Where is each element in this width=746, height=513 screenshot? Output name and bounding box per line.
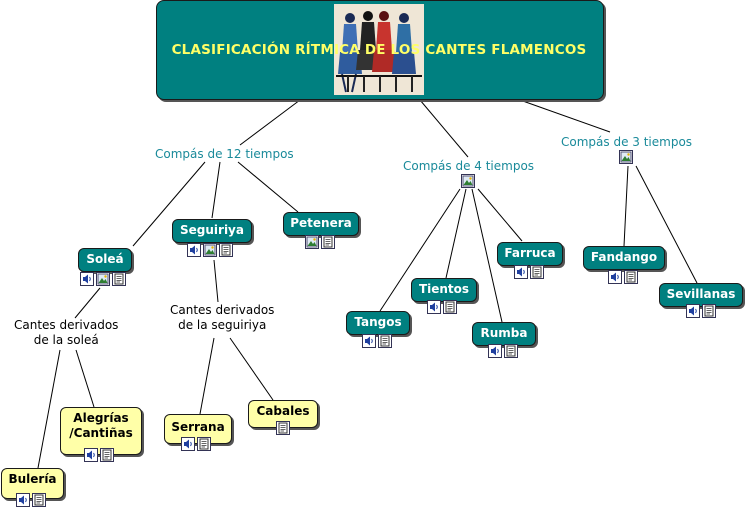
document-icon[interactable] bbox=[219, 243, 233, 257]
concept-petenera[interactable]: Petenera bbox=[283, 212, 359, 236]
rumba-icons bbox=[488, 344, 518, 358]
image-icon[interactable] bbox=[96, 272, 110, 286]
concept-fandango[interactable]: Fandango bbox=[583, 246, 665, 270]
petenera-icons bbox=[305, 235, 335, 249]
cabales-icons bbox=[276, 421, 290, 435]
concept-tientos[interactable]: Tientos bbox=[411, 278, 477, 302]
compas-4-icons bbox=[461, 174, 475, 188]
document-icon[interactable] bbox=[702, 304, 716, 318]
tientos-icons bbox=[427, 300, 457, 314]
alegrias-icons bbox=[84, 448, 114, 462]
serrana-icons bbox=[181, 437, 211, 451]
document-icon[interactable] bbox=[321, 235, 335, 249]
concept-alegrias[interactable]: Alegrías /Cantiñas bbox=[60, 407, 142, 455]
document-icon[interactable] bbox=[276, 421, 290, 435]
sound-icon[interactable] bbox=[187, 243, 201, 257]
concept-buleria[interactable]: Bulería bbox=[1, 468, 64, 499]
concept-tangos[interactable]: Tangos bbox=[346, 311, 410, 335]
concept-label: Sevillanas bbox=[666, 287, 736, 301]
concept-rumba[interactable]: Rumba bbox=[472, 322, 536, 346]
concept-label: Farruca bbox=[504, 246, 556, 260]
sound-icon[interactable] bbox=[181, 437, 195, 451]
concept-label: Alegrías /Cantiñas bbox=[69, 411, 133, 440]
sound-icon[interactable] bbox=[427, 300, 441, 314]
concept-sevillanas[interactable]: Sevillanas bbox=[659, 283, 743, 307]
document-icon[interactable] bbox=[504, 344, 518, 358]
tangos-icons bbox=[362, 334, 392, 348]
concept-label: Tientos bbox=[418, 282, 470, 296]
document-icon[interactable] bbox=[624, 270, 638, 284]
sound-icon[interactable] bbox=[84, 448, 98, 462]
document-icon[interactable] bbox=[32, 493, 46, 507]
concept-label: Tangos bbox=[354, 315, 402, 329]
sound-icon[interactable] bbox=[488, 344, 502, 358]
concept-label: Petenera bbox=[290, 216, 352, 230]
document-icon[interactable] bbox=[530, 265, 544, 279]
solea-icons bbox=[80, 272, 126, 286]
concept-farruca[interactable]: Farruca bbox=[497, 242, 563, 266]
compas-3-icons bbox=[619, 150, 633, 164]
document-icon[interactable] bbox=[112, 272, 126, 286]
image-icon[interactable] bbox=[619, 150, 633, 164]
link-compas-4: Compás de 4 tiempos bbox=[403, 159, 535, 173]
concept-label: Fandango bbox=[590, 250, 658, 264]
document-icon[interactable] bbox=[443, 300, 457, 314]
sevillanas-icons bbox=[686, 304, 716, 318]
document-icon[interactable] bbox=[378, 334, 392, 348]
flamenco-dancers-image bbox=[334, 4, 424, 95]
concept-label: Soleá bbox=[86, 252, 124, 266]
link-compas-3: Compás de 3 tiempos bbox=[561, 135, 693, 149]
buleria-icons bbox=[16, 493, 46, 507]
concept-solea[interactable]: Soleá bbox=[78, 248, 132, 272]
image-icon[interactable] bbox=[203, 243, 217, 257]
sound-icon[interactable] bbox=[686, 304, 700, 318]
sound-icon[interactable] bbox=[514, 265, 528, 279]
concept-label: Bulería bbox=[8, 472, 57, 486]
fandango-icons bbox=[608, 270, 638, 284]
sound-icon[interactable] bbox=[608, 270, 622, 284]
concept-label: Seguiriya bbox=[180, 223, 244, 237]
concept-label: Serrana bbox=[171, 420, 225, 434]
link-derivados-seguiriya: Cantes derivados de la seguiriya bbox=[170, 303, 275, 332]
sound-icon[interactable] bbox=[80, 272, 94, 286]
image-icon[interactable] bbox=[305, 235, 319, 249]
seguiriya-icons bbox=[187, 243, 233, 257]
document-icon[interactable] bbox=[100, 448, 114, 462]
link-derivados-solea: Cantes derivados de la soleá bbox=[14, 318, 119, 347]
document-icon[interactable] bbox=[197, 437, 211, 451]
sound-icon[interactable] bbox=[16, 493, 30, 507]
farruca-icons bbox=[514, 265, 544, 279]
image-icon[interactable] bbox=[461, 174, 475, 188]
concept-label: Cabales bbox=[256, 404, 310, 418]
link-compas-12: Compás de 12 tiempos bbox=[155, 147, 294, 161]
sound-icon[interactable] bbox=[362, 334, 376, 348]
concept-seguiriya[interactable]: Seguiriya bbox=[172, 219, 252, 243]
concept-label: Rumba bbox=[480, 326, 528, 340]
